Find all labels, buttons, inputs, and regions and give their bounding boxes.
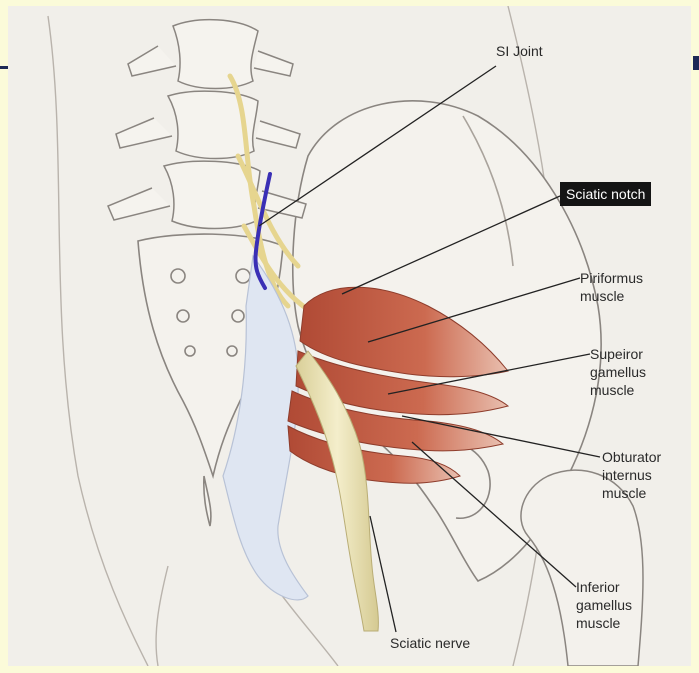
- label-inferior-gemellus: Inferior gamellus muscle: [576, 578, 632, 632]
- label-obturator-internus: Obturator internus muscle: [602, 448, 661, 502]
- slide-accent-mark: [693, 56, 699, 70]
- label-piriformis-line1: Piriformus: [580, 269, 643, 287]
- label-inferior-gemellus-line2: gamellus: [576, 596, 632, 614]
- label-superior-gemellus-line1: Supeiror: [590, 345, 646, 363]
- label-sciatic-notch: Sciatic notch: [560, 182, 651, 206]
- label-superior-gemellus: Supeiror gamellus muscle: [590, 345, 646, 399]
- label-superior-gemellus-line2: gamellus: [590, 363, 646, 381]
- label-obturator-internus-line3: muscle: [602, 484, 661, 502]
- label-si-joint: SI Joint: [496, 42, 543, 60]
- label-obturator-internus-line2: internus: [602, 466, 661, 484]
- label-piriformis: Piriformus muscle: [580, 269, 643, 305]
- label-inferior-gemellus-line3: muscle: [576, 614, 632, 632]
- label-sciatic-nerve: Sciatic nerve: [390, 634, 470, 652]
- label-piriformis-line2: muscle: [580, 287, 643, 305]
- label-inferior-gemellus-line1: Inferior: [576, 578, 632, 596]
- label-obturator-internus-line1: Obturator: [602, 448, 661, 466]
- pelvis-illustration: [8, 6, 691, 666]
- lumbar-spine: [108, 20, 306, 229]
- label-superior-gemellus-line3: muscle: [590, 381, 646, 399]
- illustration-plate: SI Joint Sciatic notch Piriformus muscle…: [8, 6, 691, 666]
